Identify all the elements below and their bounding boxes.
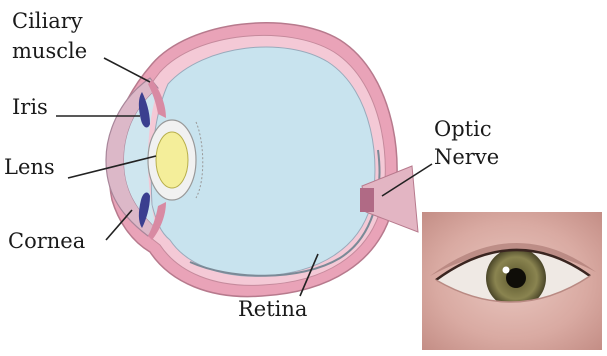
label-lens: Lens	[4, 155, 55, 179]
label-optic-2: Nerve	[434, 145, 499, 169]
label-optic-1: Optic	[434, 117, 492, 141]
optic-disc	[360, 188, 374, 212]
label-ciliary-1: Ciliary	[12, 9, 83, 33]
label-iris: Iris	[12, 95, 48, 119]
label-retina: Retina	[238, 297, 307, 321]
label-ciliary-2: muscle	[12, 39, 87, 63]
lens-body	[156, 132, 188, 188]
eye-photo	[422, 212, 602, 350]
label-cornea: Cornea	[8, 229, 85, 253]
eye-photo-reflection	[503, 267, 510, 274]
leader-ciliary	[104, 58, 150, 82]
